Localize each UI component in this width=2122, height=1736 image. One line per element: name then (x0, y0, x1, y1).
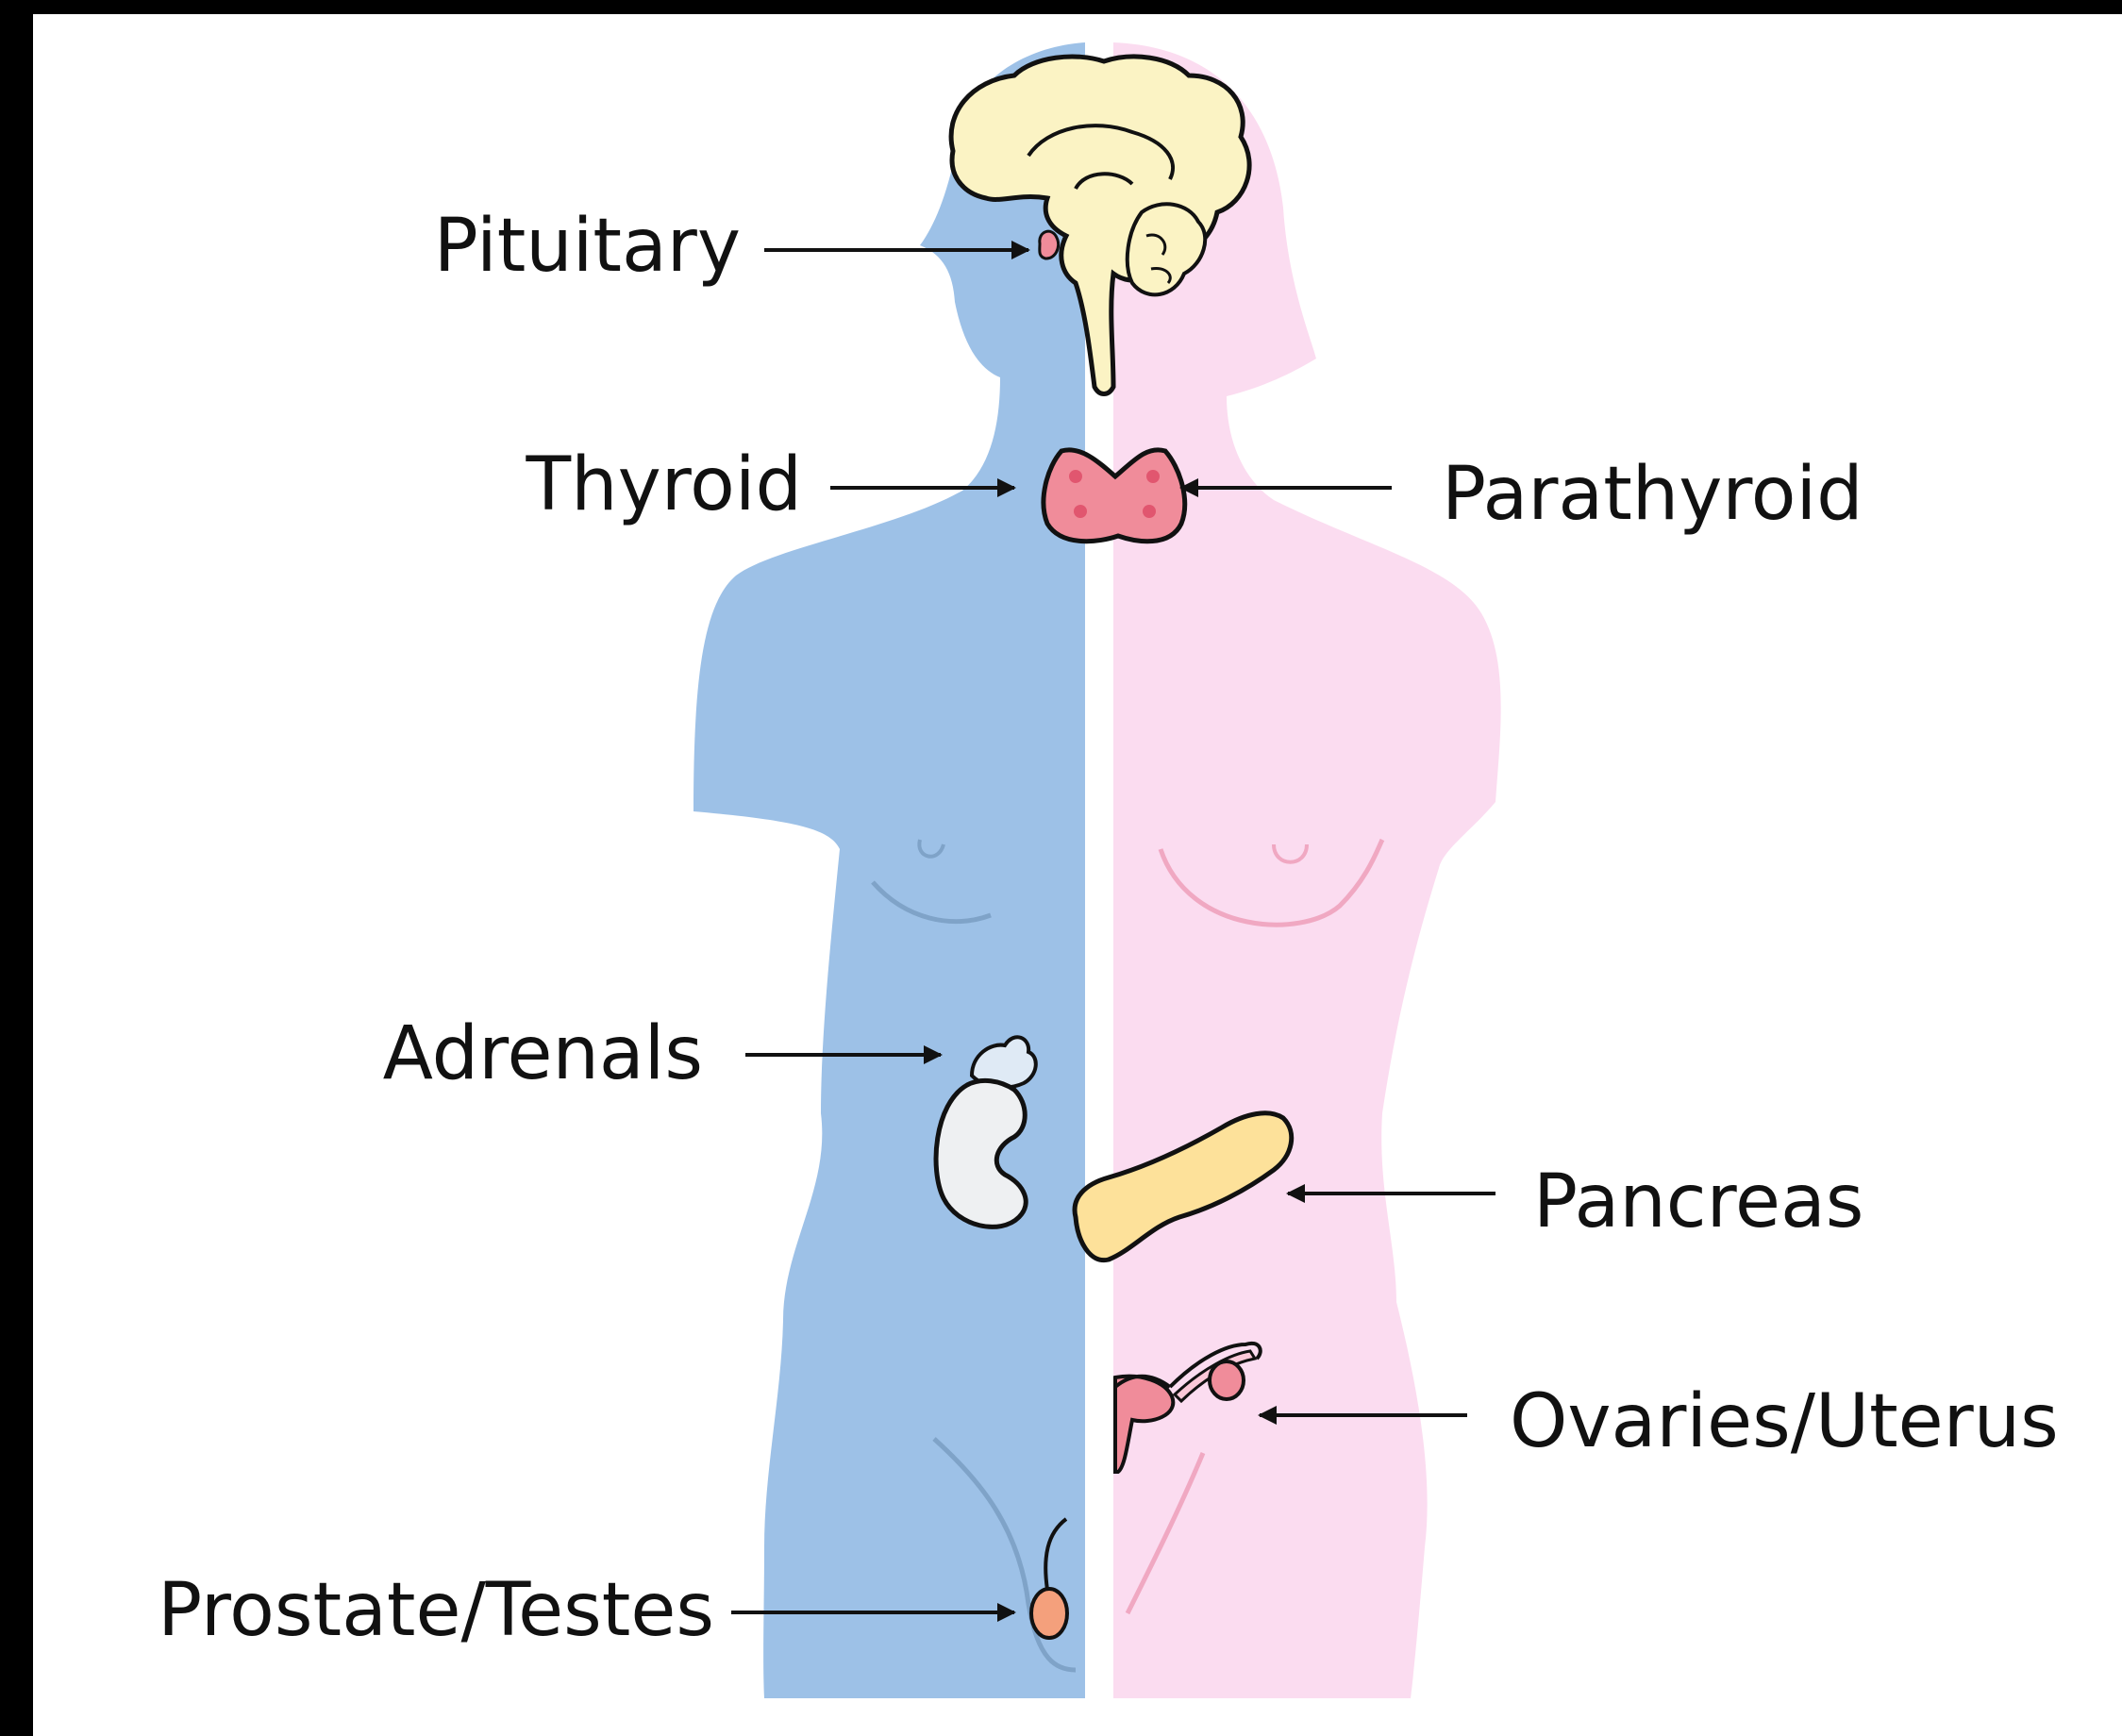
label-pituitary: Pituitary (434, 204, 741, 289)
label-adrenals: Adrenals (383, 1011, 703, 1096)
label-ovaries-uterus: Ovaries/Uterus (1510, 1379, 2059, 1464)
label-parathyroid: Parathyroid (1442, 452, 1863, 537)
male-silhouette (693, 42, 1085, 1698)
label-prostate-testes: Prostate/Testes (158, 1568, 714, 1653)
label-pancreas: Pancreas (1533, 1160, 1863, 1244)
male-body-half (693, 42, 1085, 1698)
label-thyroid: Thyroid (526, 442, 803, 527)
pituitary-gland-icon (1040, 231, 1059, 259)
